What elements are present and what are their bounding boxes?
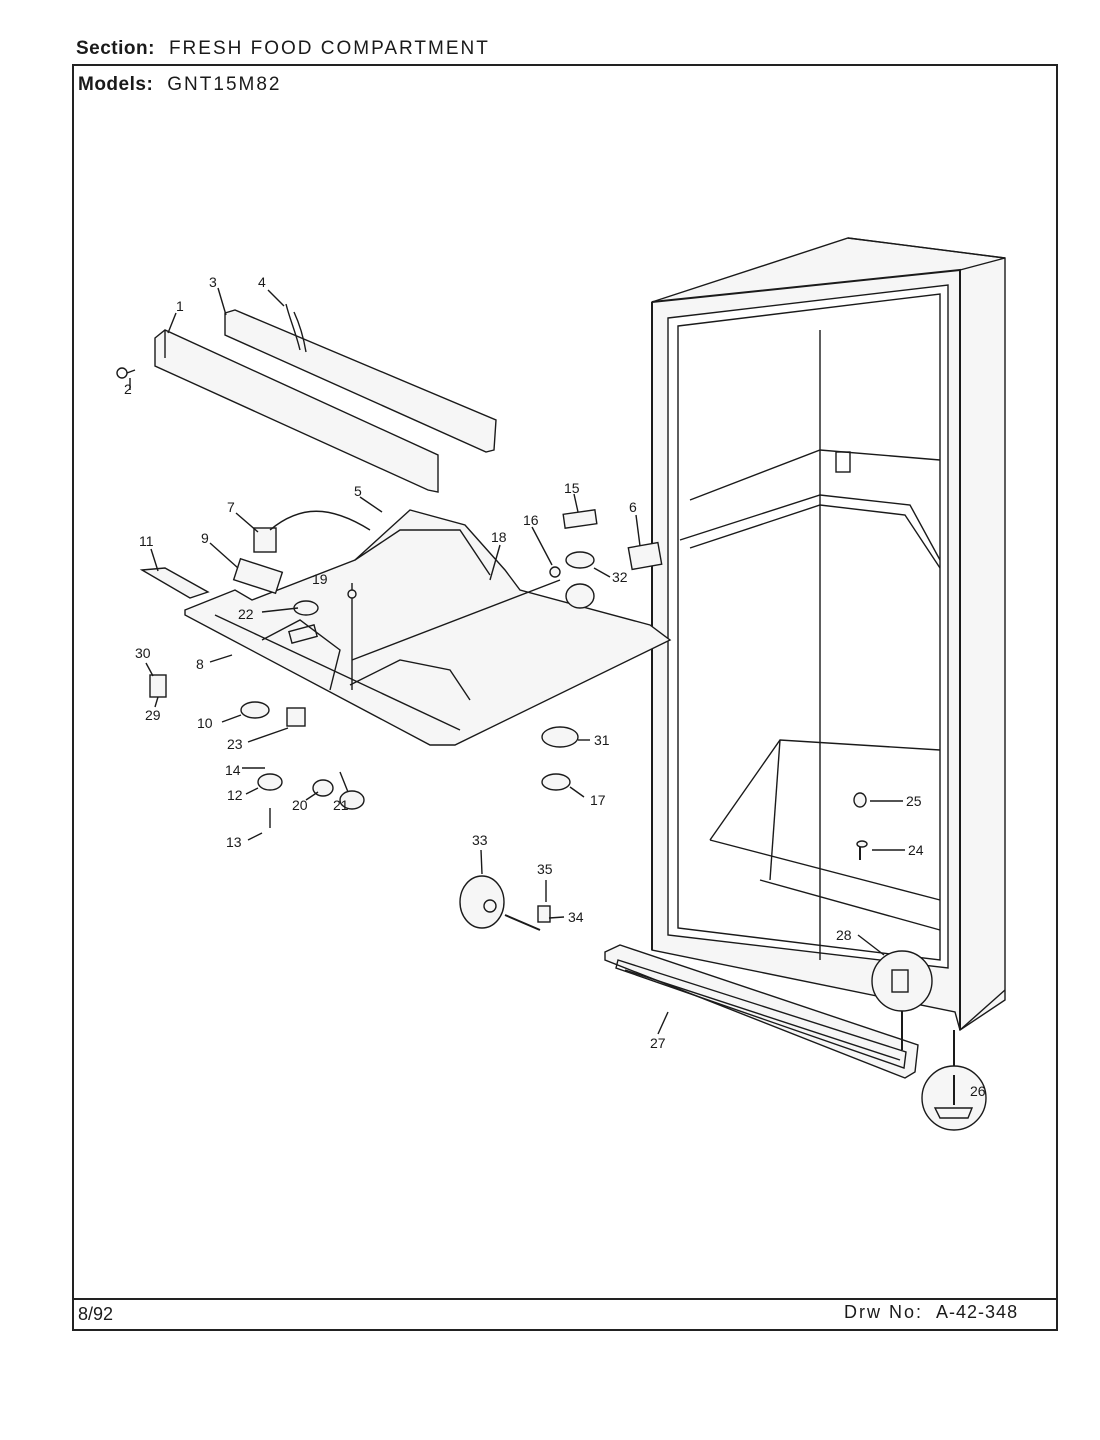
callout-34: 34 xyxy=(568,909,584,925)
toe-grille xyxy=(604,944,919,1079)
leader-lines xyxy=(129,287,905,1035)
models-value: GNT15M82 xyxy=(167,74,282,95)
callout-19: 19 xyxy=(312,571,328,587)
callout-27: 27 xyxy=(650,1035,666,1051)
drawing-number: Drw No: A-42-348 xyxy=(844,1302,1018,1323)
callout-6: 6 xyxy=(629,499,637,515)
callout-9: 9 xyxy=(201,530,209,546)
drawing-frame xyxy=(72,64,1058,1331)
callout-15: 15 xyxy=(564,480,580,496)
callout-33: 33 xyxy=(472,832,488,848)
cabinet-drawing xyxy=(651,237,1006,1032)
callout-30: 30 xyxy=(135,645,151,661)
drawing-date: 8/92 xyxy=(78,1304,114,1324)
callout-29: 29 xyxy=(145,707,161,723)
callout-14: 14 xyxy=(225,762,241,778)
models-heading: Models: GNT15M82 xyxy=(78,74,281,96)
models-label: Models: xyxy=(78,74,154,95)
callout-26: 26 xyxy=(970,1083,986,1099)
detail-circles xyxy=(871,950,987,1131)
small-parts xyxy=(139,509,868,931)
callout-28: 28 xyxy=(836,927,852,943)
callout-35: 35 xyxy=(537,861,553,877)
section-label: Section: xyxy=(76,38,155,59)
footer-divider xyxy=(72,1298,1058,1300)
callout-22: 22 xyxy=(238,606,254,622)
callout-18: 18 xyxy=(491,529,507,545)
drawing-number-label: Drw No: xyxy=(844,1302,924,1322)
callout-5: 5 xyxy=(354,483,362,499)
callout-24: 24 xyxy=(908,842,924,858)
callout-21: 21 xyxy=(333,797,349,813)
callout-4: 4 xyxy=(258,274,266,290)
callout-10: 10 xyxy=(197,715,213,731)
callout-13: 13 xyxy=(226,834,242,850)
section-value: FRESH FOOD COMPARTMENT xyxy=(168,38,490,59)
callout-12: 12 xyxy=(227,787,243,803)
callout-11: 11 xyxy=(139,533,154,549)
callout-31: 31 xyxy=(594,732,610,748)
callout-8: 8 xyxy=(196,656,204,672)
callout-23: 23 xyxy=(227,736,243,752)
callout-1: 1 xyxy=(176,298,184,314)
callout-17: 17 xyxy=(590,792,606,808)
callout-25: 25 xyxy=(906,793,922,809)
drawing-number-value: A-42-348 xyxy=(936,1302,1019,1322)
control-tray xyxy=(184,509,672,746)
callout-16: 16 xyxy=(523,512,539,528)
screw-part-2 xyxy=(116,367,136,379)
callout-32: 32 xyxy=(612,569,628,585)
callout-7: 7 xyxy=(227,499,235,515)
section-heading: Section: FRESH FOOD COMPARTMENT xyxy=(76,38,490,60)
callout-2: 2 xyxy=(124,381,132,397)
upper-strips xyxy=(154,303,497,493)
callout-3: 3 xyxy=(209,274,217,290)
callout-20: 20 xyxy=(292,797,308,813)
